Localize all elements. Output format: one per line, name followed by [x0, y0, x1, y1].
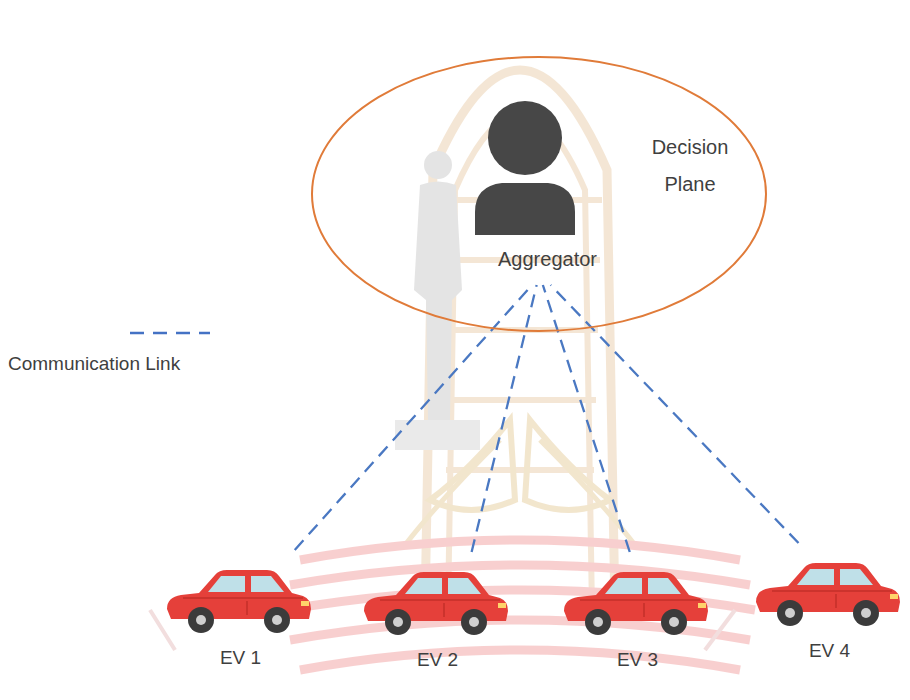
watermark-logo: [150, 70, 755, 670]
legend-label: Communication Link: [8, 353, 288, 376]
car-wheel: [264, 607, 290, 633]
ev-label: EV 2: [360, 649, 515, 672]
car-icon: [752, 558, 902, 628]
car-wheel: [777, 600, 803, 626]
car-body: [564, 572, 708, 621]
communication-link: [472, 285, 537, 552]
car-hub: [669, 617, 679, 627]
car-hub: [861, 608, 871, 618]
aggregator-label: Aggregator: [470, 247, 625, 271]
car-window: [405, 578, 481, 594]
car-light: [698, 603, 706, 608]
car-body: [167, 570, 311, 619]
watermark-leaf: [405, 440, 635, 545]
watermark-tower: [425, 70, 615, 610]
car-hub: [785, 608, 795, 618]
car-window: [797, 569, 873, 585]
car-hub: [272, 615, 282, 625]
decision-plane-region: Decision PlaneAggregator: [310, 55, 768, 333]
car-hub: [469, 617, 479, 627]
person-body: [475, 183, 575, 235]
ev-label: EV 4: [752, 640, 907, 663]
ev-label: EV 1: [163, 647, 318, 670]
watermark-stripes: [285, 540, 755, 670]
communication-link: [295, 285, 532, 550]
car-light: [498, 603, 506, 608]
car-icon: [560, 567, 710, 637]
car-hub: [393, 617, 403, 627]
legend: Communication Link: [8, 320, 288, 376]
car-light: [301, 601, 309, 606]
communication-link: [551, 285, 799, 543]
legend-line-sample: [8, 320, 218, 346]
car-hub: [593, 617, 603, 627]
ev-node: EV 3: [560, 552, 715, 672]
car-hub: [196, 615, 206, 625]
car-window: [605, 578, 681, 594]
ev-node: EV 2: [360, 552, 515, 672]
car-light: [890, 594, 898, 599]
car-wheel: [853, 600, 879, 626]
person-icon: [470, 100, 580, 235]
aggregator-node: Aggregator: [470, 100, 625, 285]
legend-item: Communication Link: [8, 353, 288, 376]
car-wheel: [461, 609, 487, 635]
legend-line-sample: [130, 332, 210, 335]
watermark-statue: [414, 182, 462, 421]
plane-label: Decision Plane: [640, 129, 740, 203]
car-icon: [163, 565, 313, 635]
car-window: [208, 576, 284, 592]
communication-link: [543, 285, 630, 552]
car-icon: [360, 567, 510, 637]
car-wheel: [661, 609, 687, 635]
watermark-leaf: [430, 420, 610, 510]
ellipse-outline: [312, 57, 766, 331]
ev-label: EV 3: [560, 649, 715, 672]
person-head: [488, 101, 562, 175]
car-wheel: [585, 609, 611, 635]
car-body: [364, 572, 508, 621]
car-body: [756, 563, 900, 612]
ev-node: EV 1: [163, 550, 318, 670]
car-wheel: [188, 607, 214, 633]
car-wheel: [385, 609, 411, 635]
watermark-statue: [424, 151, 452, 179]
ev-node: EV 4: [752, 543, 907, 663]
